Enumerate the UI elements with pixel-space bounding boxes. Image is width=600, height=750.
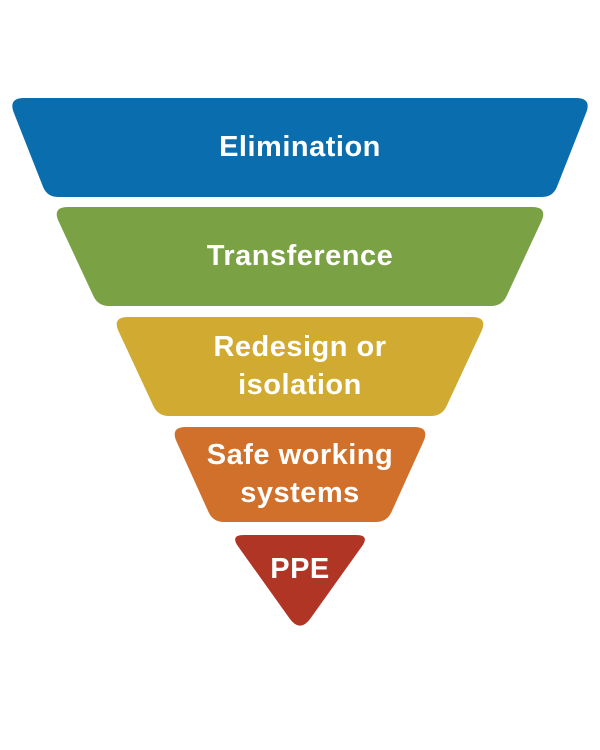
band-shape-elimination bbox=[12, 98, 588, 197]
band-shape-ppe bbox=[235, 535, 365, 626]
divider-line-lower bbox=[133, 416, 467, 419]
band-shape-transference bbox=[56, 207, 544, 306]
band-shape-safe-working-systems bbox=[174, 427, 426, 522]
band-shape-redesign-or-isolation bbox=[116, 317, 484, 416]
divider-line-upper bbox=[78, 309, 522, 313]
